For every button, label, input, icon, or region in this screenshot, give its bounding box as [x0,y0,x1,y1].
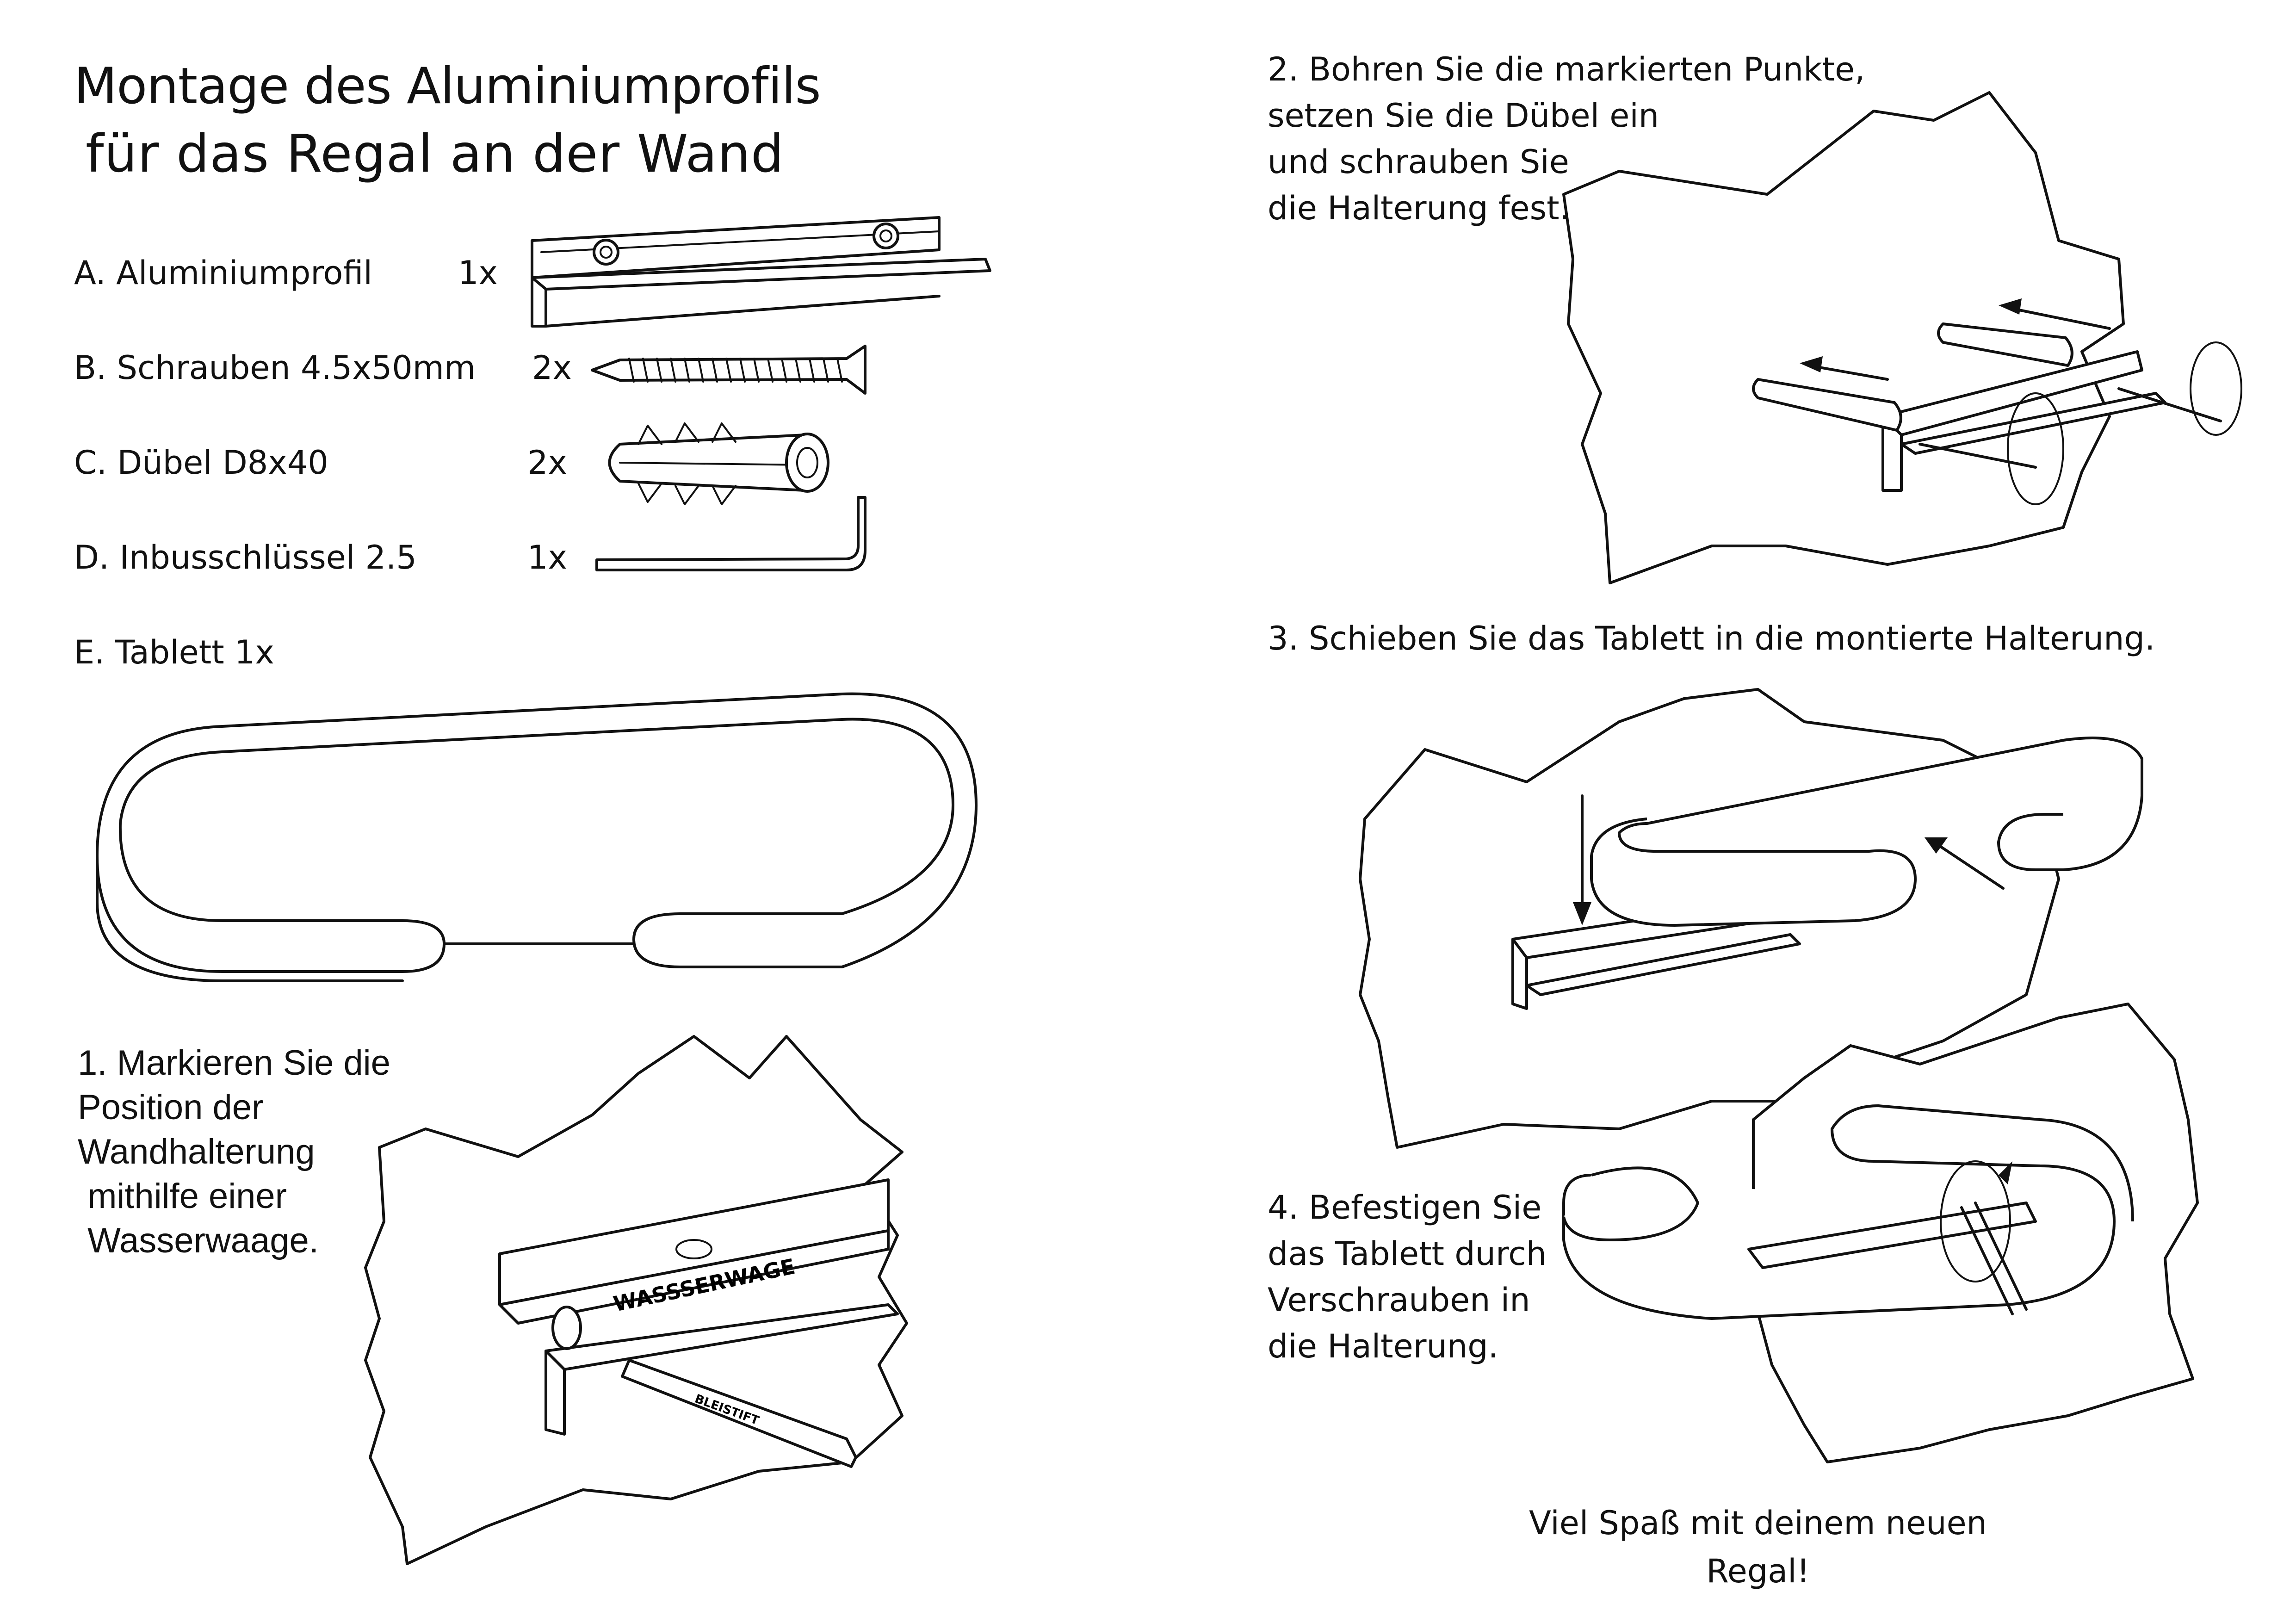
allen-key-icon [595,496,866,571]
part-a-label: A. Aluminiumprofil [74,254,372,292]
tray-icon [96,692,978,982]
step-1-line: Wandhalterung [78,1132,315,1171]
part-d-qty: 1x [527,539,567,576]
step-2-line: setzen Sie die Dübel ein [1268,97,1659,135]
part-d-label: D. Inbusschlüssel 2.5 [74,539,417,576]
part-a-qty: 1x [458,254,498,292]
part-b-qty: 2x [532,349,572,387]
screw-icon [591,345,866,395]
step-3-illustration [1359,688,2143,1149]
step-3-text: 3. Schieben Sie das Tablett in die monti… [1268,615,2155,662]
step-1-text: 1. Markieren Sie die Position der Wandha… [78,1041,390,1263]
page-subtitle: für das Regal an der Wand [86,124,785,184]
closing-text: Viel Spaß mit deinem neuen Regal! [1480,1499,2036,1595]
step-4-line: Verschrauben in [1268,1281,1530,1319]
step-1-illustration: WASSSERWAGE BLEISTIFT [364,1035,908,1565]
step-3-line: 3. Schieben Sie das Tablett in die monti… [1268,619,2155,657]
step-4-text: 4. Befestigen Sie das Tablett durch Vers… [1268,1184,1547,1369]
step-4-line: das Tablett durch [1268,1235,1547,1273]
wall-plug-icon [608,422,829,505]
part-c-qty: 2x [527,444,567,482]
step-4-line: die Halterung. [1268,1327,1498,1365]
step-2-line: und schrauben Sie [1268,143,1569,181]
page-title: Montage des Aluminiumprofils [74,57,821,115]
step-1-line: 1. Markieren Sie die [78,1043,390,1083]
step-1-line: mithilfe einer [78,1177,287,1216]
step-1-line: Position der [78,1088,264,1127]
part-e-label: E. Tablett 1x [74,633,274,671]
step-2-line: die Halterung fest. [1268,189,1570,227]
step-2-text: 2. Bohren Sie die markierten Punkte, set… [1268,46,1865,231]
closing-line: Regal! [1706,1552,1810,1590]
step-2-line: 2. Bohren Sie die markierten Punkte, [1268,50,1865,88]
closing-line: Viel Spaß mit deinem neuen [1529,1504,1987,1542]
step-4-illustration [1562,1003,2199,1463]
aluminium-profile-icon [531,216,991,328]
step-4-line: 4. Befestigen Sie [1268,1189,1542,1227]
part-c-label: C. Dübel D8x40 [74,444,328,482]
step-2-illustration [1562,91,2242,584]
part-b-label: B. Schrauben 4.5x50mm [74,349,476,387]
step-1-line: Wasserwaage. [78,1221,319,1260]
